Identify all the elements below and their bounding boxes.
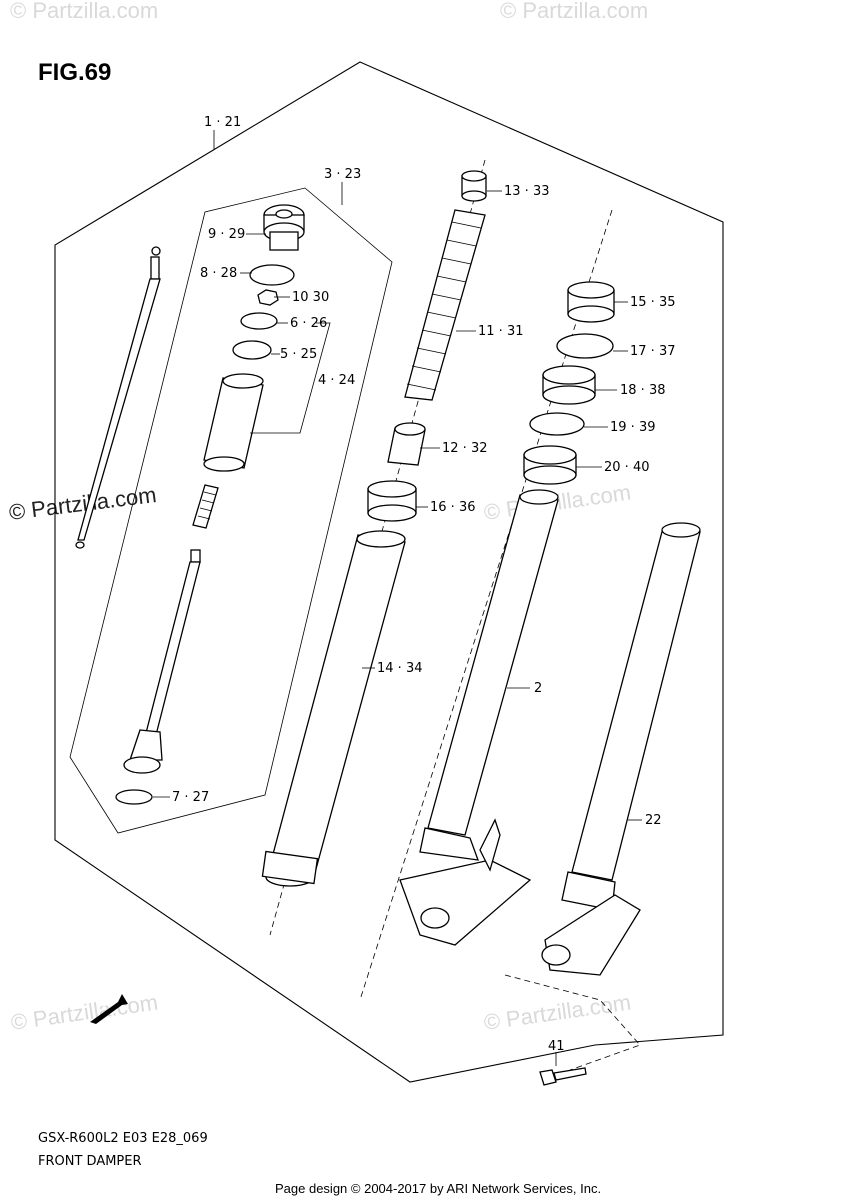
model-code: GSX-R600L2 E03 E28_069 [38,1131,208,1146]
callout-18-38[interactable]: 18 · 38 [620,383,665,398]
callout-20-40[interactable]: 20 · 40 [604,460,649,475]
damper-rod-long[interactable] [75,246,161,549]
callout-17-37[interactable]: 17 · 37 [630,344,675,359]
copyright-notice: Page design © 2004-2017 by ARI Network S… [275,1181,601,1196]
piston-rod-assembly[interactable] [123,549,201,774]
callout-16-36[interactable]: 16 · 36 [430,500,475,515]
oil-seal[interactable] [542,365,596,405]
rebound-spring-small[interactable] [192,484,219,529]
callout-1-21[interactable]: 1 · 21 [204,115,241,130]
callout-14-34[interactable]: 14 · 34 [377,661,422,676]
o-ring-lower[interactable] [232,340,272,360]
callout-11-31[interactable]: 11 · 31 [478,324,523,339]
callout-13-33[interactable]: 13 · 33 [504,184,549,199]
leader-lines [153,130,642,1066]
callout-3-23[interactable]: 3 · 23 [324,167,361,182]
watermark-bottom-right: © Partzilla.com [482,990,632,1035]
spring-spacer[interactable] [387,422,426,466]
lock-nut[interactable] [257,289,279,306]
callout-22[interactable]: 22 [645,813,662,828]
watermark-top-left: © Partzilla.com [10,0,158,23]
watermark-main: © Partzilla.com [8,482,158,525]
dashed-guide-inner-tube [359,209,613,1001]
fork-spring[interactable] [404,209,486,401]
callout-4-24[interactable]: 4 · 24 [318,373,355,388]
dust-seal[interactable] [523,445,577,485]
inner-tube-left[interactable] [399,489,559,946]
watermark-top: © Partzilla.com [500,0,648,23]
callout-2[interactable]: 2 [534,681,542,696]
spring-adjuster[interactable] [461,170,487,202]
callout-12-32[interactable]: 12 · 32 [442,441,487,456]
callout-9-29[interactable]: 9 · 29 [208,227,245,242]
callout-41[interactable]: 41 [548,1039,565,1054]
figure-title: FIG.69 [38,59,111,86]
callout-19-39[interactable]: 19 · 39 [610,420,655,435]
callout-8-28[interactable]: 8 · 28 [200,266,237,281]
seal-washer[interactable] [556,333,614,359]
o-ring-bottom[interactable] [115,789,153,805]
axle-bolt[interactable] [539,1067,587,1086]
callout-10-30[interactable]: 10 30 [292,290,329,305]
callout-5-25[interactable]: 5 · 25 [280,347,317,362]
assembly-outline-main [54,61,724,1083]
o-ring-upper[interactable] [240,312,278,330]
outer-tube[interactable] [261,530,406,887]
guide-bushing[interactable] [567,281,615,323]
cartridge-cylinder[interactable] [203,373,264,472]
section-name: FRONT DAMPER [38,1154,142,1169]
o-ring-cap[interactable] [249,264,295,286]
stopper-ring[interactable] [529,412,585,436]
callout-7-27[interactable]: 7 · 27 [172,790,209,805]
inner-tube-right[interactable] [541,522,701,976]
callout-15-35[interactable]: 15 · 35 [630,295,675,310]
watermark-bottom-left: © Partzilla.com [9,990,159,1035]
dashed-guide-bolt [504,974,641,1071]
slide-bushing[interactable] [367,480,417,522]
callout-6-26[interactable]: 6 · 26 [290,316,327,331]
fork-cap-bolt[interactable] [263,204,305,251]
assembly-outline-cartridge [69,187,393,834]
